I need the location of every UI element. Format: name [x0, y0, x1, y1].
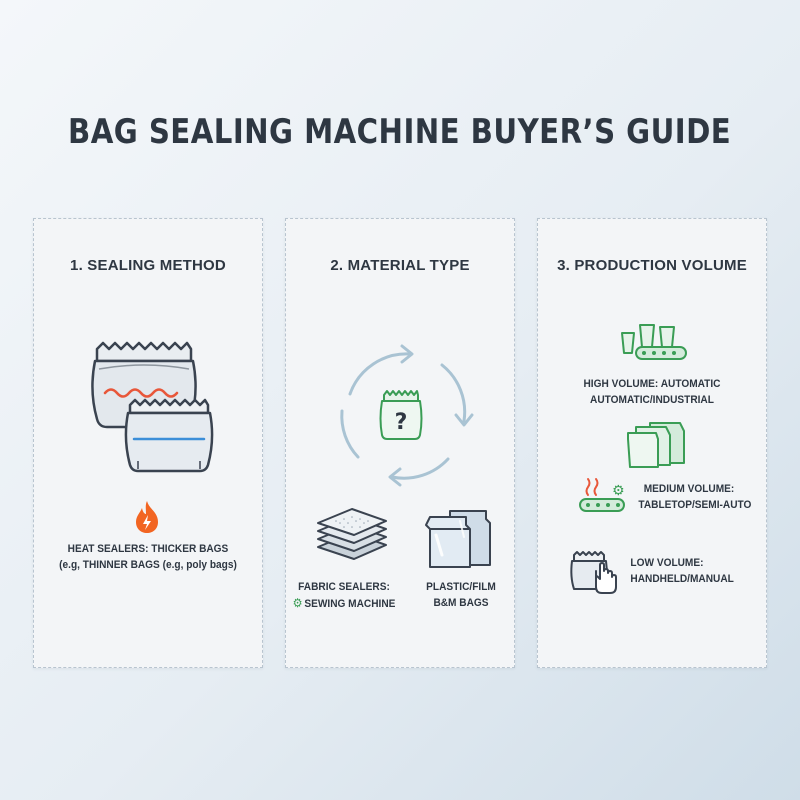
- panel-heading: 2. MATERIAL TYPE: [330, 257, 470, 274]
- flame-icon: [136, 501, 158, 533]
- panel-heading: 3. PRODUCTION VOLUME: [557, 257, 747, 274]
- gear-icon: ⚙: [612, 483, 625, 499]
- fabric-sealers-caption: FABRIC SEALERS: ⚙SEWING MACHINE: [292, 581, 396, 610]
- low-volume-caption: LOW VOLUME: HANDHELD/MANUAL: [630, 557, 734, 585]
- question-bag-icon: ?: [379, 390, 423, 440]
- panel-material-type: 2. MATERIAL TYPE ?: [285, 218, 515, 668]
- medium-volume-caption: MEDIUM VOLUME: TABLETOP/SEMI-AUTO: [638, 483, 752, 511]
- conveyor-icon: [621, 324, 687, 360]
- question-mark: ?: [395, 410, 408, 435]
- hand-bag-icon: [570, 551, 617, 594]
- cycle-arrows-icon: [340, 344, 474, 487]
- panel-sealing-method: 1. SEALING METHOD HEAT SEALERS: THICKER …: [33, 218, 263, 668]
- heat-sealers-caption: HEAT SEALERS: THICKER BAGS (e.g, THINNER…: [59, 543, 237, 571]
- page-title: BAG SEALING MACHINE BUYER’S GUIDE: [68, 112, 732, 152]
- stacked-bags-icon: [627, 422, 685, 468]
- fabric-stack-icon: [317, 508, 387, 560]
- plastic-bags-icon: [425, 510, 491, 568]
- panel-production-volume: 3. PRODUCTION VOLUME HIGH VOLUME: AUTOMA…: [537, 218, 767, 668]
- plastic-film-caption: PLASTIC/FILM B&M BAGS: [426, 581, 496, 609]
- panel-heading: 1. SEALING METHOD: [70, 257, 226, 274]
- gear-icon: ⚙: [292, 596, 303, 610]
- high-volume-caption: HIGH VOLUME: AUTOMATIC AUTOMATIC/INDUSTR…: [583, 378, 721, 406]
- heat-conveyor-icon: ⚙: [579, 478, 625, 512]
- bag-blue-seal-icon: [124, 398, 214, 473]
